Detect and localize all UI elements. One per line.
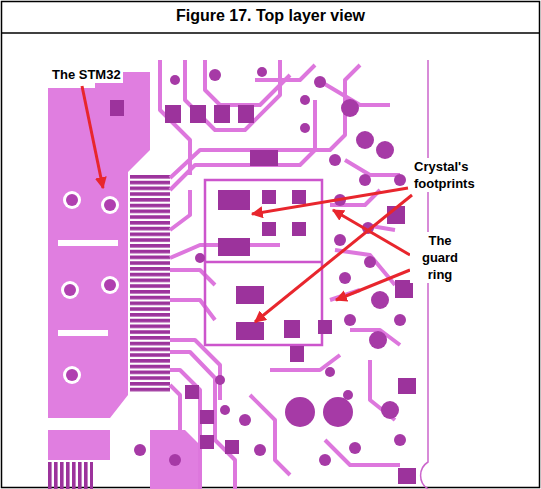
pcb [48,60,416,489]
callout-label: The STM32 [50,66,123,83]
leader-arrows [82,86,412,322]
title-rule [2,32,540,34]
figure-title: Figure 17. Top layer view [0,7,541,25]
callout-label: Crystal's footprints [412,158,502,192]
callout-label: The guard ring [410,232,470,283]
